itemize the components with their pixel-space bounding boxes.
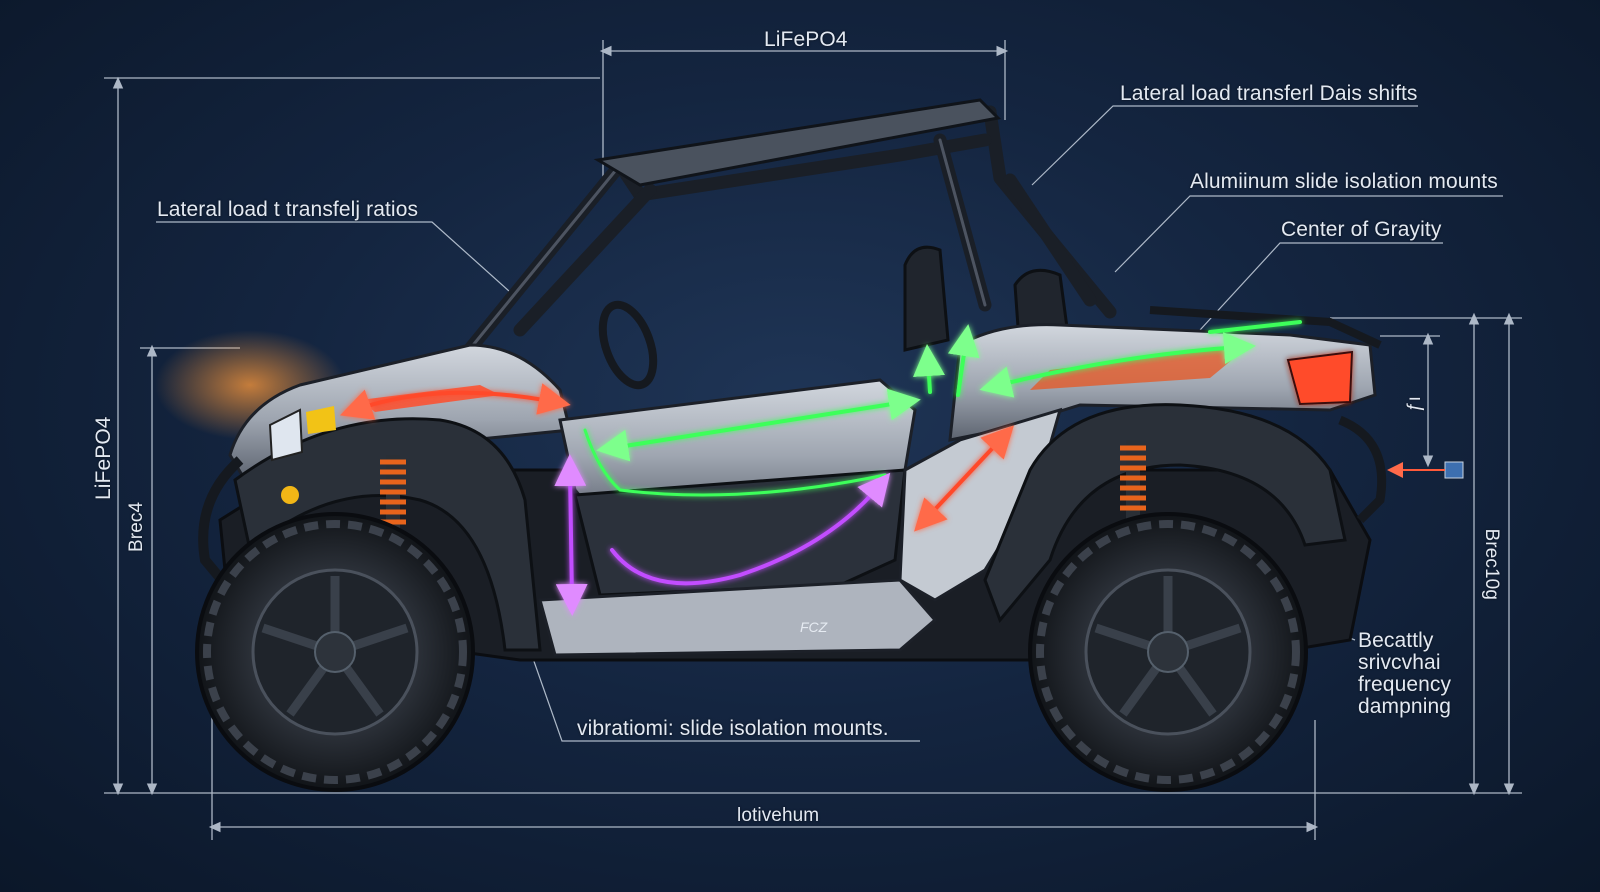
green-arrow-pillar-a — [913, 344, 945, 394]
front-wheel — [195, 512, 475, 792]
roof-panel — [593, 98, 1002, 187]
rear-connector — [1387, 461, 1464, 479]
damping-line-4: dampning — [1358, 695, 1452, 718]
rear-shock — [1120, 440, 1146, 520]
red-arrow-front — [339, 383, 571, 420]
rear-rack — [1149, 306, 1382, 349]
steering-wheel — [598, 300, 658, 390]
leader-cog — [1199, 242, 1443, 331]
label-vertical-left-outer: LiFePO4 — [92, 416, 115, 500]
leader-aluminum — [1114, 195, 1503, 273]
headlight — [268, 408, 304, 462]
force-arrows — [339, 320, 1302, 616]
label-lateral-load-right: Lateral load transferl Dais shifts — [1120, 82, 1418, 105]
damping-line-3: frequency — [1358, 673, 1452, 696]
green-arrow-door-hook — [583, 428, 887, 497]
label-vertical-right-outer: Brec10g — [1481, 528, 1502, 600]
label-vertical-right-inner: ƒı — [1404, 395, 1425, 412]
taillight — [1286, 350, 1354, 406]
label-damping-block: Becattly srivcvhai frequency dampning — [1358, 630, 1488, 718]
dimension-lines — [104, 40, 1522, 840]
damping-line-1: Becattly — [1358, 629, 1434, 652]
rocker-panel — [538, 578, 938, 657]
red-arrow-rear-body — [914, 425, 1014, 532]
green-arrow-door — [596, 388, 921, 462]
label-top-dimension: LiFePO4 — [764, 28, 848, 51]
purple-arrow-vertical — [554, 454, 588, 616]
label-vibration-mounts: vibratiomi: slide isolation mounts. — [577, 717, 889, 740]
label-aluminum-mounts: Alumiinum slide isolation mounts — [1190, 170, 1498, 193]
door-lower-panel — [573, 468, 907, 597]
green-arrow-rear — [979, 332, 1256, 398]
green-arrow-pillar-b — [947, 324, 980, 397]
leader-lateral-right — [1031, 105, 1418, 186]
label-lateral-load-left: Lateral load t transfelj ratios — [157, 198, 419, 221]
label-center-of-gravity: Center of Grayity — [1281, 218, 1442, 241]
front-shock — [380, 455, 406, 533]
rear-wheel — [1028, 512, 1308, 792]
purple-arrow-curve — [610, 472, 891, 586]
front-bumper — [198, 456, 244, 594]
rear-bumper — [1338, 415, 1387, 524]
green-arrow-cog — [1208, 320, 1302, 334]
leader-vibration — [529, 649, 920, 742]
seat-rear — [903, 245, 950, 352]
amber-marker-light — [306, 406, 336, 434]
damping-line-2: srivcvhai — [1358, 651, 1441, 674]
door-badge: FCZ — [800, 619, 828, 635]
fog-light — [281, 486, 299, 504]
leader-lateral-left — [156, 221, 511, 293]
front-fender — [233, 417, 542, 652]
label-vertical-left-inner: Brec4 — [126, 501, 147, 552]
rear-fender — [983, 403, 1347, 623]
label-bottom-dimension: lotivehum — [737, 805, 820, 826]
